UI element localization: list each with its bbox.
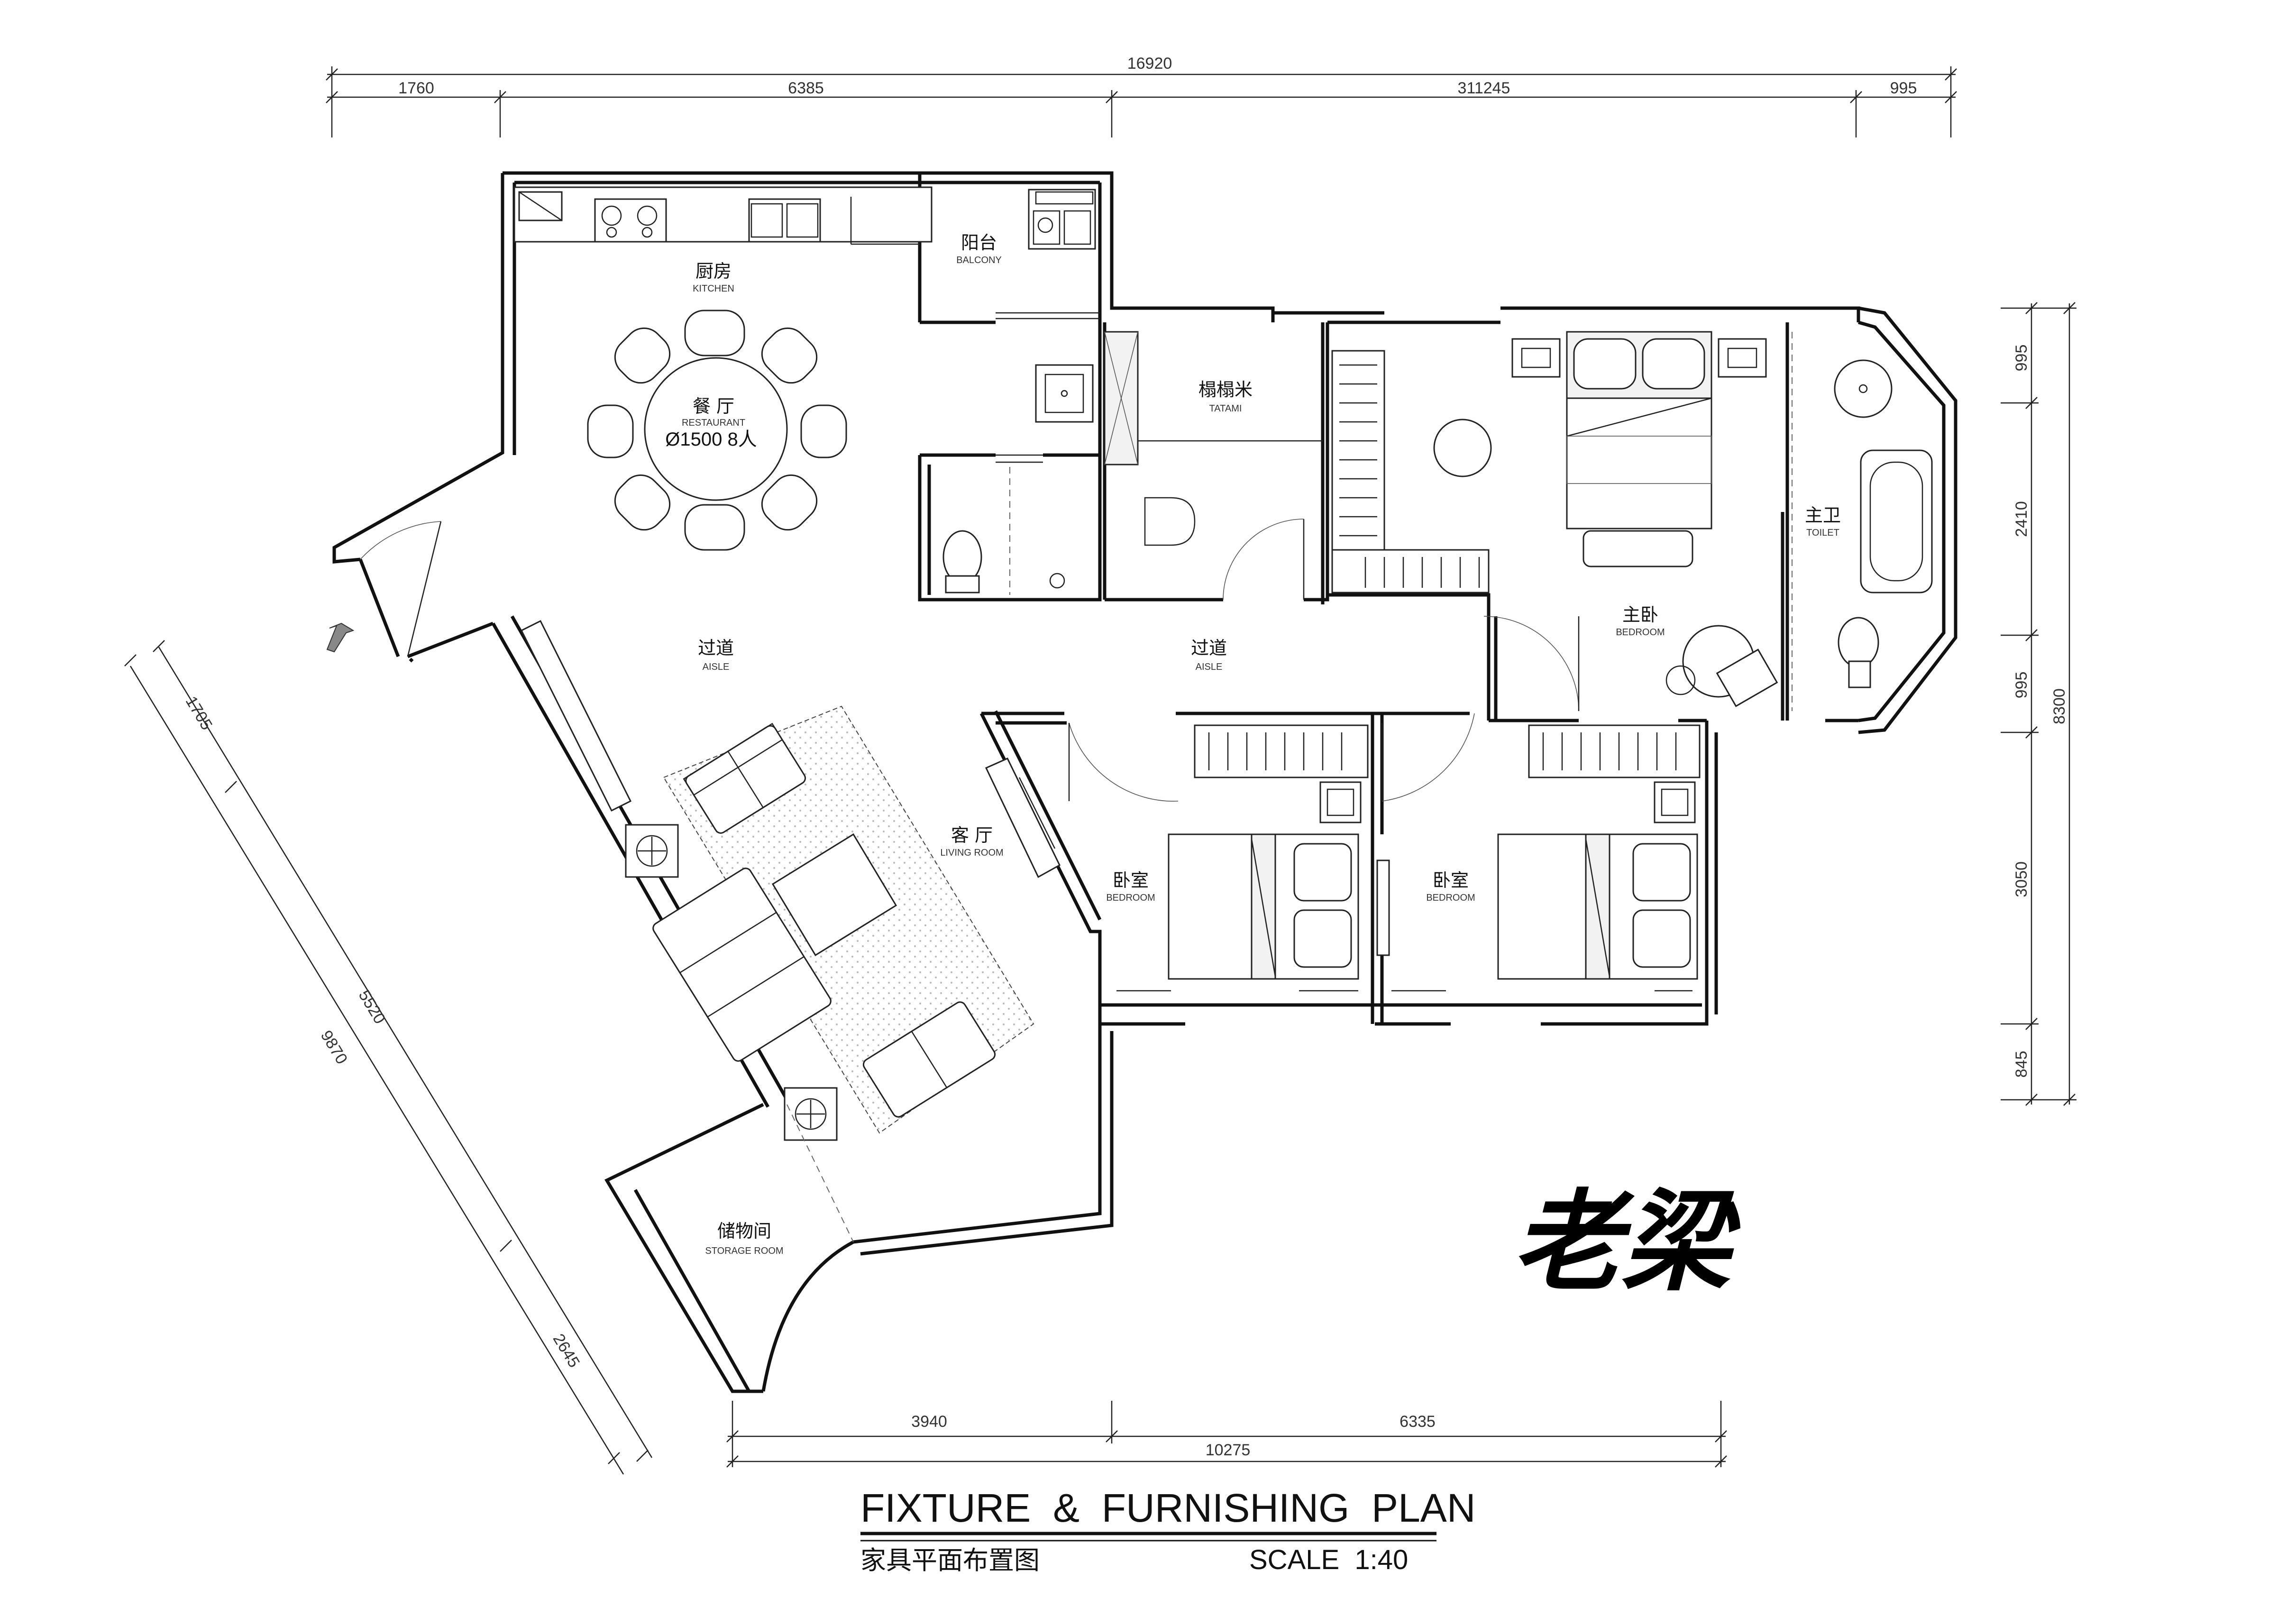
title-block: FIXTURE & FURNISHING PLAN 家具平面布置图 SCALE … [860,1486,1476,1575]
kitchen-label-en: KITCHEN [693,283,734,294]
tatami-label-en: TATAMI [1209,403,1242,414]
balcony-label-cn: 阳台 [961,232,997,253]
bedroom-2-label-cn: 卧室 [1433,870,1469,891]
aisle-left-label-cn: 过道 [698,638,734,658]
wardrobe-hangers [1339,364,1480,588]
master-bedroom-furniture [1331,331,1778,712]
balcony-fixtures [996,189,1100,320]
restaurant-table-size: Ø1500 8人 [665,429,757,450]
tatami-fixtures [1138,440,1323,600]
dim-bottom-total: 10275 [1206,1441,1251,1459]
shared-bathroom-fixtures [942,331,1139,595]
bedroom-1-label-en: BEDROOM [1106,893,1155,903]
storage-fixtures [787,1104,854,1242]
interior-walls [918,320,1789,1024]
master-toilet-label-en: TOILET [1806,528,1839,538]
bottom-dimension-chain: 3940 6335 10275 [726,1401,1727,1468]
dim-right-seg-1: 995 [2012,345,2031,372]
tatami-label-cn: 榻榻米 [1198,379,1253,400]
dim-top-seg-4: 995 [1890,79,1917,97]
dim-top-total: 16920 [1127,55,1172,73]
bedroom-2-label-en: BEDROOM [1426,893,1475,903]
signature: 老梁 [1512,1178,1740,1306]
top-dimension-chain: 16920 1760 6385 311245 995 [326,55,1957,137]
dim-right-seg-2: 2410 [2012,501,2031,537]
plan-title: FIXTURE & FURNISHING PLAN [860,1486,1476,1530]
storage-label-cn: 储物间 [717,1221,771,1242]
master-toilet-label-cn: 主卫 [1805,505,1841,526]
dim-bottom-seg-1: 3940 [911,1413,947,1431]
master-bedroom-label-en: BEDROOM [1616,627,1665,638]
kitchen-fixtures [513,186,933,245]
balcony-label-en: BALCONY [956,255,1002,265]
dim-right-seg-5: 845 [2012,1051,2031,1078]
dining-table-set [587,310,847,551]
living-room-label-cn: 客 厅 [951,825,993,846]
aisle-right-label-cn: 过道 [1191,638,1227,658]
bedroom-1-furniture [1068,722,1369,992]
living-room-furniture [520,620,1061,1141]
dim-left-seg-1: 1705 [182,693,216,733]
bedroom-1-label-cn: 卧室 [1113,870,1149,891]
plan-subtitle-cn: 家具平面布置图 [860,1545,1040,1575]
dim-left-total: 9870 [317,1027,351,1067]
aisle-left-label-en: AISLE [703,662,730,672]
storage-label-en: STORAGE ROOM [705,1246,783,1256]
dim-left-seg-2: 5520 [355,987,389,1027]
dim-right-seg-4: 3050 [2012,861,2031,897]
aisle-right-label-en: AISLE [1196,662,1223,672]
master-toilet-fixtures [1792,332,1933,711]
plan-scale: SCALE 1:40 [1249,1544,1408,1575]
dim-top-seg-2: 6385 [788,79,824,97]
master-bedroom-label-cn: 主卧 [1622,604,1658,625]
entry-arrow-icon [326,622,355,653]
dim-right-total: 8300 [2050,688,2068,724]
restaurant-label-en: RESTAURANT [682,418,745,428]
kitchen-label-cn: 厨房 [695,261,732,282]
dim-right-seg-3: 995 [2012,672,2031,699]
bedroom-1-wardrobe-hangers [1208,732,1343,770]
right-dimension-chain: 995 2410 995 3050 845 8300 [2001,302,2076,1106]
bedroom-2-wardrobe-hangers [1542,732,1677,770]
entry-door [360,521,442,657]
exterior-walls [332,171,1958,1393]
restaurant-label-cn: 餐 厅 [693,396,734,417]
dim-top-seg-3: 311245 [1458,79,1510,97]
bedroom-2-furniture [1376,713,1701,992]
dim-bottom-seg-2: 6335 [1400,1413,1436,1431]
dim-top-seg-1: 1760 [398,79,434,97]
living-room-label-en: LIVING ROOM [940,848,1003,858]
